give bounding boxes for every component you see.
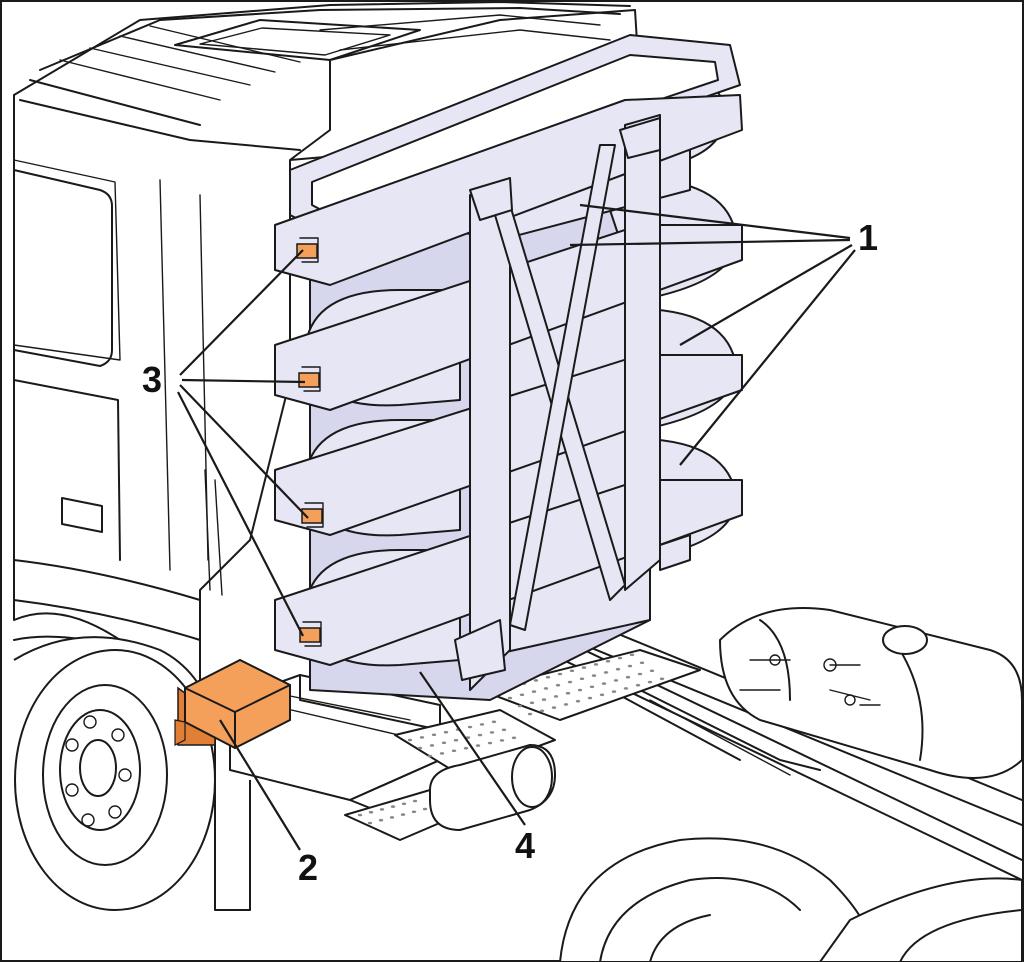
perforation-dot xyxy=(378,818,384,822)
valve-3 xyxy=(301,502,324,528)
perforation-dot xyxy=(557,672,563,676)
perforation-dot xyxy=(603,671,609,674)
perforation-dot xyxy=(507,696,513,700)
tank-valves xyxy=(296,237,324,647)
callout-2: 2 xyxy=(298,847,318,888)
perforation-dot xyxy=(613,679,619,682)
perforation-dot xyxy=(593,663,599,666)
perforation-dot xyxy=(539,709,545,713)
perforation-dot xyxy=(368,810,374,814)
perforation-dot xyxy=(517,704,523,708)
perforation-dot xyxy=(553,695,559,698)
perforation-dot xyxy=(431,733,437,737)
perforation-dot xyxy=(412,799,418,803)
perforation-dot xyxy=(611,690,617,693)
perforation-dot xyxy=(533,679,539,682)
perforation-dot xyxy=(551,706,557,709)
step-plates xyxy=(344,649,701,841)
perforation-dot xyxy=(429,744,435,747)
perforation-dot xyxy=(417,746,423,750)
perforation-dot xyxy=(479,723,485,726)
leader-lines xyxy=(177,203,856,851)
perforation-dot xyxy=(599,693,605,697)
perforation-dot xyxy=(567,680,573,684)
perforation-dot xyxy=(467,725,473,729)
perforation-dot xyxy=(569,669,575,673)
perforation-dot xyxy=(629,653,635,657)
perforation-dot xyxy=(427,754,433,758)
perforation-dot xyxy=(527,712,533,716)
perforation-dot xyxy=(491,720,497,724)
perforation-dot xyxy=(422,807,428,811)
callout-1: 1 xyxy=(858,217,878,258)
highlighted-control-box xyxy=(174,658,291,750)
perforation-dot xyxy=(389,816,395,819)
perforation-dot xyxy=(439,752,445,755)
perforation-dot xyxy=(519,693,525,697)
perforation-dot xyxy=(357,813,363,817)
perforation-dot xyxy=(441,741,447,745)
perforation-dot xyxy=(637,672,643,676)
perforation-dot xyxy=(649,669,655,673)
perforation-dot xyxy=(589,685,595,689)
perforation-dot xyxy=(659,677,665,681)
perforation-dot xyxy=(565,691,571,695)
perforation-dot xyxy=(401,802,407,806)
valve-2 xyxy=(298,366,321,392)
perforation-dot xyxy=(531,690,537,693)
perforation-dot xyxy=(419,736,425,739)
perforation-dot xyxy=(581,666,587,669)
callout-4: 4 xyxy=(515,825,535,866)
perforation-dot xyxy=(617,656,623,660)
perforation-dot xyxy=(465,736,471,739)
perforation-dot xyxy=(615,667,621,671)
perforation-dot xyxy=(625,675,631,679)
perforation-dot xyxy=(407,738,413,742)
perforation-dot xyxy=(577,688,583,692)
perforation-dot xyxy=(587,696,593,700)
under-cylinder xyxy=(429,744,556,831)
perforation-dot xyxy=(563,703,569,706)
perforation-dot xyxy=(529,701,535,705)
perforation-dot xyxy=(601,682,607,685)
chassis xyxy=(479,599,1023,962)
perforation-dot xyxy=(487,741,493,745)
perforation-dot xyxy=(477,733,483,737)
valve-4 xyxy=(299,621,322,647)
valve-1 xyxy=(296,237,319,263)
perforation-dot xyxy=(443,730,449,734)
perforation-dot xyxy=(575,699,581,703)
perforation-dot xyxy=(555,683,561,687)
perforation-dot xyxy=(463,746,469,750)
perforation-dot xyxy=(579,677,585,681)
perforation-dot xyxy=(379,808,385,811)
perforation-dot xyxy=(545,675,551,679)
perforation-dot xyxy=(623,687,629,690)
perforation-dot xyxy=(367,821,373,825)
perforation-dot xyxy=(591,674,597,677)
perforation-dot xyxy=(451,749,457,753)
perforation-dot xyxy=(489,731,495,734)
perforation-dot xyxy=(647,680,653,684)
perforation-dot xyxy=(501,728,507,732)
perforation-dot xyxy=(605,659,611,663)
perforation-dot xyxy=(639,661,645,665)
perforation-dot xyxy=(541,698,547,701)
perforation-dot xyxy=(627,664,633,668)
perforation-dot xyxy=(543,687,549,690)
perforation-dot xyxy=(475,744,481,747)
callout-3: 3 xyxy=(142,359,162,400)
perforation-dot xyxy=(511,736,517,740)
front-wheel xyxy=(14,649,216,911)
perforation-dot xyxy=(453,738,459,742)
perforation-dot xyxy=(390,805,396,808)
perforation-dot xyxy=(635,683,641,687)
perforation-dot xyxy=(400,813,406,816)
perforation-dot xyxy=(411,810,417,814)
perforation-dot xyxy=(499,739,505,742)
